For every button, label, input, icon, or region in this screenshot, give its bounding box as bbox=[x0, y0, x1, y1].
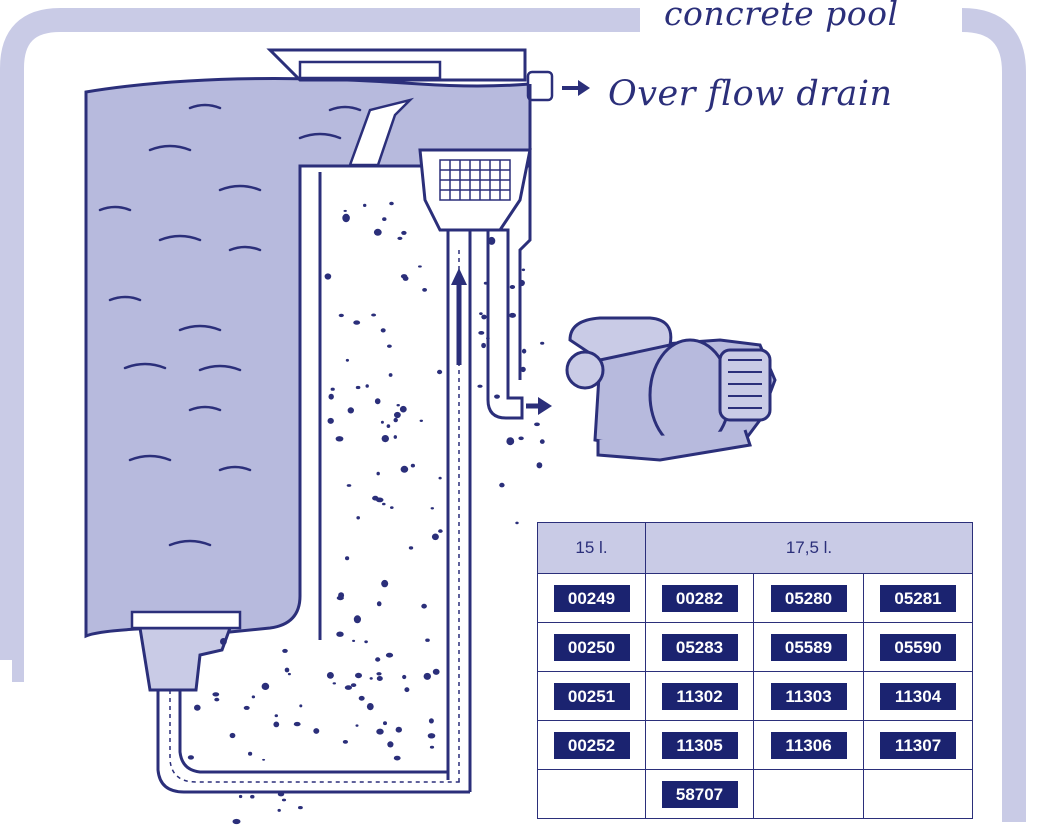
table-cell: 58707 bbox=[646, 770, 754, 819]
product-code-badge: 05590 bbox=[880, 634, 956, 661]
table-cell: 05590 bbox=[864, 623, 973, 672]
table-cell: 05281 bbox=[864, 574, 973, 623]
table-cell: 05280 bbox=[754, 574, 864, 623]
table-cell: 11304 bbox=[864, 672, 973, 721]
overflow-drain-label: Over flow drain bbox=[608, 74, 893, 114]
product-code-badge: 11302 bbox=[662, 683, 738, 710]
product-code-badge: 00252 bbox=[554, 732, 630, 759]
table-cell: 00252 bbox=[538, 721, 646, 770]
table-cell: 11302 bbox=[646, 672, 754, 721]
upflow-arrow-icon bbox=[451, 268, 467, 365]
table-cell: 00250 bbox=[538, 623, 646, 672]
header-15l: 15 l. bbox=[538, 523, 646, 574]
main-drain bbox=[132, 612, 240, 690]
table-cell: 11307 bbox=[864, 721, 973, 770]
product-code-badge: 11303 bbox=[771, 683, 847, 710]
product-code-badge: 11306 bbox=[771, 732, 847, 759]
product-code-badge: 11304 bbox=[880, 683, 956, 710]
table-cell bbox=[538, 770, 646, 819]
table-cell: 11303 bbox=[754, 672, 864, 721]
table-cell: 00282 bbox=[646, 574, 754, 623]
pump bbox=[567, 318, 775, 460]
product-code-badge: 05281 bbox=[880, 585, 956, 612]
product-code-badge: 00251 bbox=[554, 683, 630, 710]
product-code-badge: 58707 bbox=[662, 781, 738, 808]
table-row: 00249 00282 05280 05281 bbox=[538, 574, 973, 623]
pump-inlet-arrow-icon bbox=[526, 397, 552, 415]
table-cell: 05589 bbox=[754, 623, 864, 672]
product-code-badge: 11305 bbox=[662, 732, 738, 759]
product-code-badge: 00249 bbox=[554, 585, 630, 612]
table-cell: 11306 bbox=[754, 721, 864, 770]
product-code-badge: 05280 bbox=[771, 585, 847, 612]
table-cell: 05283 bbox=[646, 623, 754, 672]
table-cell bbox=[754, 770, 864, 819]
pool-type-title: concrete pool bbox=[664, 0, 899, 33]
table-row: 00252 11305 11306 11307 bbox=[538, 721, 973, 770]
overflow-arrow-icon bbox=[562, 80, 590, 96]
header-17-5l: 17,5 l. bbox=[646, 523, 973, 574]
table-row: 00251 11302 11303 11304 bbox=[538, 672, 973, 721]
table-cell: 11305 bbox=[646, 721, 754, 770]
product-code-badge: 00282 bbox=[662, 585, 738, 612]
product-code-badge: 00250 bbox=[554, 634, 630, 661]
product-code-badge: 05283 bbox=[662, 634, 738, 661]
table-row: 58707 bbox=[538, 770, 973, 819]
table-cell bbox=[864, 770, 973, 819]
table-cell: 00251 bbox=[538, 672, 646, 721]
table-cell: 00249 bbox=[538, 574, 646, 623]
table-row: 00250 05283 05589 05590 bbox=[538, 623, 973, 672]
product-code-badge: 11307 bbox=[880, 732, 956, 759]
product-code-badge: 05589 bbox=[771, 634, 847, 661]
table-header-row: 15 l. 17,5 l. bbox=[538, 523, 973, 574]
